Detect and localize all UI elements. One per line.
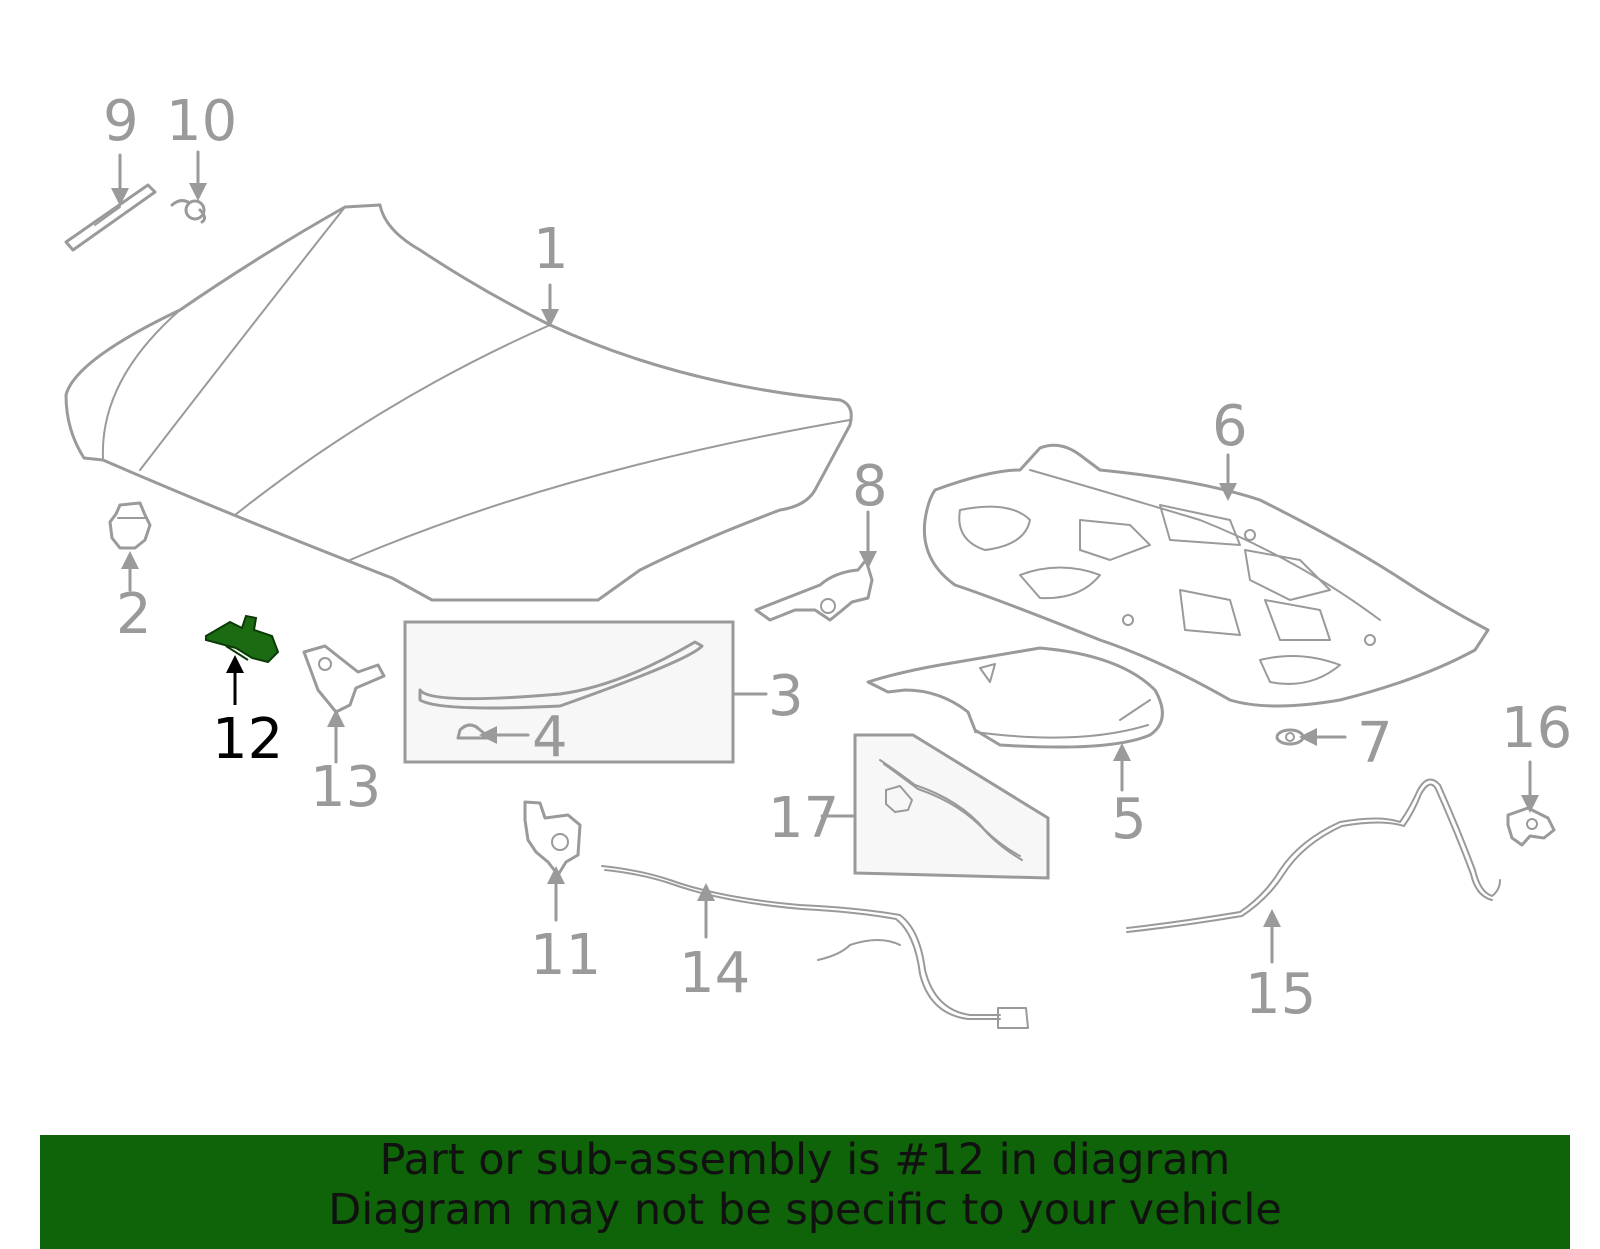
callout-12: 12 (212, 707, 283, 772)
callout-5: 5 (1111, 787, 1147, 852)
hood-bumper-stop (108, 501, 152, 592)
callout-9: 9 (103, 89, 139, 154)
insulator-retainer (1275, 728, 1347, 746)
callout-14: 14 (679, 941, 750, 1006)
release-cable-14 (601, 865, 1029, 1029)
banner-line-2: Diagram may not be specific to your vehi… (328, 1185, 1282, 1235)
release-cable-15 (1126, 778, 1501, 964)
callout-3: 3 (768, 664, 804, 729)
hood-latch (1506, 760, 1556, 847)
hood-inner-reinforcement (922, 443, 1490, 708)
molding-clip (456, 723, 530, 744)
hood-clip (170, 150, 207, 224)
callout-15: 15 (1245, 962, 1316, 1027)
hood-insulator (866, 646, 1164, 792)
callout-10: 10 (166, 89, 237, 154)
hood-lift-support (64, 153, 157, 252)
callout-4: 4 (532, 705, 568, 770)
callout-2: 2 (116, 582, 152, 647)
hinge-bracket (302, 644, 386, 764)
latch-bracket (523, 800, 582, 922)
callout-1: 1 (533, 217, 569, 282)
callout-17: 17 (768, 786, 839, 851)
callout-7: 7 (1357, 711, 1393, 776)
callout-6: 6 (1212, 394, 1248, 459)
callout-16: 16 (1501, 696, 1572, 761)
release-cable-17 (879, 759, 1023, 861)
callout-13: 13 (310, 755, 381, 820)
hood-panel (64, 203, 853, 602)
hood-molding (418, 640, 704, 710)
info-banner: Part or sub-assembly is #12 in diagram D… (40, 1135, 1570, 1249)
callout-8: 8 (852, 454, 888, 519)
highlighted-part-12 (205, 614, 280, 705)
hood-hinge (754, 510, 877, 622)
callout-11: 11 (530, 923, 601, 988)
banner-line-1: Part or sub-assembly is #12 in diagram (379, 1135, 1231, 1185)
